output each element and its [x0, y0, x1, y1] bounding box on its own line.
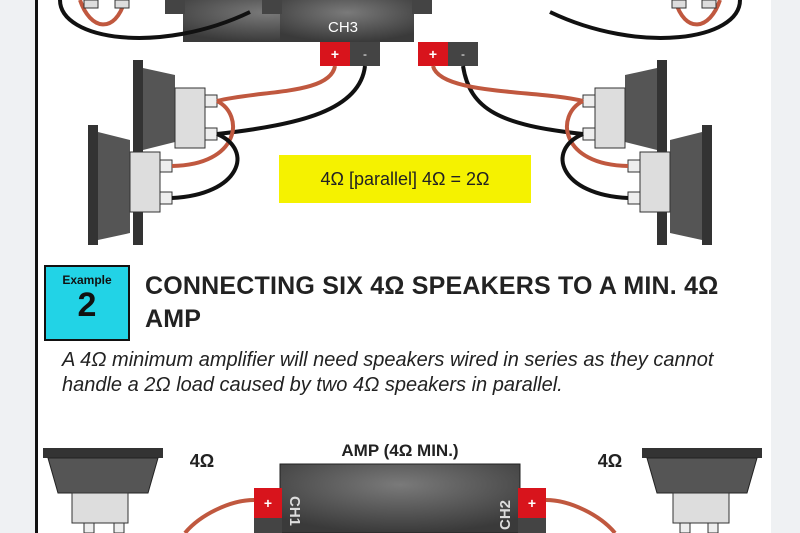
- ch4-terminals: + -: [418, 42, 478, 66]
- speaker-pair-left: [88, 60, 218, 245]
- channel-label-ch2: CH2: [497, 500, 514, 530]
- channel-label-ch1: CH1: [286, 496, 303, 526]
- svg-text:+: +: [528, 495, 536, 511]
- speaker-left-ohm: 4Ω: [190, 451, 214, 471]
- amp-label: AMP (4Ω MIN.): [341, 441, 458, 460]
- example-badge-number: 2: [77, 286, 97, 324]
- example-badge: Example 2: [44, 265, 130, 341]
- parallel-callout: 4Ω [parallel] 4Ω = 2Ω: [279, 155, 531, 203]
- amp-body: [280, 0, 414, 42]
- ch3-terminals: + -: [320, 42, 380, 66]
- section-description: A 4Ω minimum amplifier will need speaker…: [62, 349, 714, 396]
- channel-label-ch4: CH4: [434, 19, 464, 36]
- amplifier-bottom: + + CH1 CH2: [254, 463, 546, 533]
- svg-text:+: +: [264, 495, 272, 511]
- section-heading: CONNECTING SIX 4Ω SPEAKERS TO A MIN. 4Ω …: [145, 272, 719, 333]
- svg-text:+: +: [429, 46, 437, 62]
- speaker-bottom-left: [43, 448, 163, 533]
- channel-label-ch3: CH3: [328, 19, 358, 36]
- svg-text:+: +: [331, 46, 339, 62]
- svg-text:-: -: [461, 47, 465, 61]
- speaker-pair-right: [582, 60, 712, 245]
- svg-text:-: -: [363, 47, 367, 61]
- example-badge-label: Example: [62, 273, 112, 287]
- speaker-right-ohm: 4Ω: [598, 451, 622, 471]
- speaker-bottom-right: [642, 448, 762, 533]
